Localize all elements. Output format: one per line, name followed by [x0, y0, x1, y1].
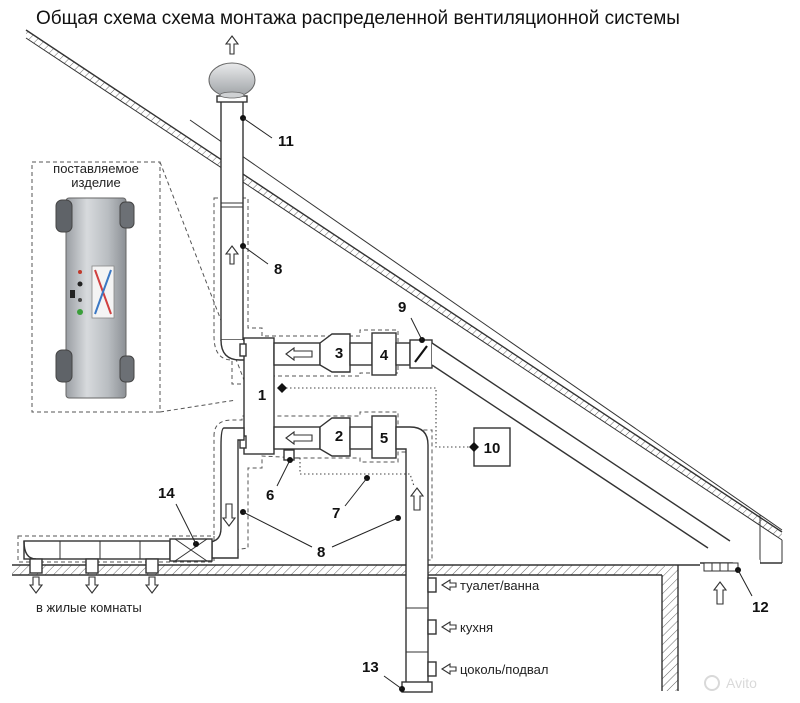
- watermark-text: Avito: [726, 675, 757, 691]
- toilet-bath-label: туалет/ванна: [460, 578, 540, 593]
- callout-7: 7: [332, 505, 340, 522]
- callout-1: 1: [258, 387, 266, 404]
- room-outlet-arrow-1: [28, 576, 44, 594]
- callout-4: 4: [380, 347, 389, 364]
- watermark: Avito: [704, 675, 757, 691]
- floor-slab: [12, 564, 700, 691]
- callout-2: 2: [335, 428, 343, 445]
- diagram-title: Общая схема схема монтажа распределенной…: [36, 8, 680, 29]
- callout-10: 10: [484, 440, 501, 457]
- product-inset: поставляемое изделие: [31, 161, 245, 413]
- living-rooms-label: в жилые комнаты: [36, 600, 142, 615]
- callout-3: 3: [335, 345, 343, 362]
- supply-duct: [23, 427, 245, 574]
- room-outlet-arrow-2: [84, 576, 100, 594]
- recuperator-unit: 1: [239, 337, 275, 455]
- flow-arrows: [28, 35, 728, 675]
- roof: [25, 29, 783, 564]
- callout-6: 6: [266, 487, 274, 504]
- callouts: 11 8 9 6 7 8 14 12 13: [158, 115, 769, 692]
- roof-inlet-arrow: [712, 581, 728, 605]
- basement-intake-arrow: [440, 663, 457, 675]
- callout-8-upper: 8: [274, 261, 282, 278]
- callout-12: 12: [752, 599, 769, 616]
- callout-11: 11: [278, 133, 294, 150]
- exhaust-out-arrow: [224, 35, 240, 55]
- callout-5: 5: [380, 430, 388, 447]
- toilet-intake-arrow: [440, 579, 457, 591]
- callout-13: 13: [362, 659, 379, 676]
- callout-9: 9: [398, 299, 406, 316]
- roof-inlet-grille: [703, 562, 739, 572]
- recuperator-unit-image: [55, 197, 135, 399]
- riser-up-arrow: [409, 487, 425, 511]
- kitchen-label: кухня: [460, 620, 493, 635]
- exhaust-stack: [208, 62, 256, 361]
- controller: 10: [277, 383, 511, 487]
- inset-caption-line2: изделие: [71, 175, 120, 190]
- supply-down-arrow: [221, 503, 237, 527]
- lower-duct-arrow: [285, 430, 313, 446]
- inset-caption-line1: поставляемое: [53, 161, 139, 176]
- room-outlet-arrow-3: [144, 576, 160, 594]
- intake-branches: [427, 577, 437, 677]
- stack-up-arrow: [224, 245, 240, 265]
- basement-label: цоколь/подвал: [460, 662, 548, 677]
- callout-8-lower: 8: [317, 544, 325, 561]
- callout-14: 14: [158, 485, 175, 502]
- upper-duct-arrow: [285, 346, 313, 362]
- kitchen-intake-arrow: [440, 621, 457, 633]
